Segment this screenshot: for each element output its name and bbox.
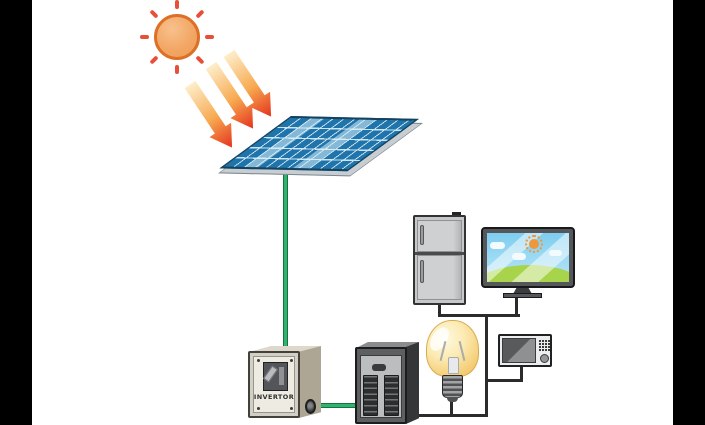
invertor-top-face xyxy=(249,346,321,352)
wire-main-drop xyxy=(485,314,488,417)
microwave-door xyxy=(502,338,536,363)
fridge-handle xyxy=(420,260,424,283)
sun-ray-icon xyxy=(149,9,159,19)
freezer-door xyxy=(417,220,462,252)
diagram-canvas xyxy=(32,0,673,425)
wire-tv-pole xyxy=(515,296,518,316)
breaker-side-face xyxy=(406,342,419,424)
bulb-filament xyxy=(458,341,466,361)
bulb-screw-base xyxy=(442,375,463,398)
invertor-side-face xyxy=(299,346,321,418)
tv-sun-graphic xyxy=(525,235,543,253)
sun-ray-icon xyxy=(195,55,205,65)
wire-bulb-drop xyxy=(450,399,453,416)
wire-microwave-branch xyxy=(486,379,523,382)
screw-icon xyxy=(290,407,293,410)
microwave-knob xyxy=(540,354,549,363)
bulb-base-tip xyxy=(447,397,458,402)
sun-ray-icon xyxy=(140,35,149,39)
tv-cloud-graphic xyxy=(512,253,526,260)
fridge-door xyxy=(417,255,462,300)
sun-ray-icon xyxy=(149,55,159,65)
screw-icon xyxy=(290,359,293,362)
tv-cloud-graphic xyxy=(490,242,505,249)
invertor-switch-bar xyxy=(279,367,284,385)
green-cable-panel-to-invertor xyxy=(283,170,288,352)
wire-fridge-drop xyxy=(438,303,441,316)
breaker-main-switch xyxy=(372,364,386,371)
sun-disc-icon xyxy=(154,14,200,60)
invertor-cable-port xyxy=(305,399,316,414)
tv-screen xyxy=(487,233,569,282)
wire-upper-bus xyxy=(438,314,520,317)
screw-icon xyxy=(257,359,260,362)
light-bulb xyxy=(426,320,479,377)
wire-microwave-stub xyxy=(520,365,523,381)
screw-icon xyxy=(257,407,260,410)
fridge-handle xyxy=(420,225,424,245)
bulb-stem xyxy=(448,357,459,374)
sun xyxy=(140,0,214,74)
sun-ray-icon xyxy=(175,0,179,9)
tv-stand-neck xyxy=(513,288,532,294)
invertor-label: INVERTOR xyxy=(253,393,295,401)
sun-ray-icon xyxy=(175,65,179,74)
tv-cloud-graphic xyxy=(549,250,562,256)
breaker-column xyxy=(363,375,378,416)
fridge-hinge xyxy=(452,212,461,217)
breaker-top-face xyxy=(356,342,419,348)
sun-ray-icon xyxy=(205,35,214,39)
sun-ray-icon xyxy=(195,9,205,19)
tv-stand-base xyxy=(503,293,542,298)
breaker-column xyxy=(384,375,399,416)
microwave-keypad xyxy=(539,340,550,351)
invertor-panel xyxy=(253,356,295,413)
fridge-divider xyxy=(415,252,464,255)
